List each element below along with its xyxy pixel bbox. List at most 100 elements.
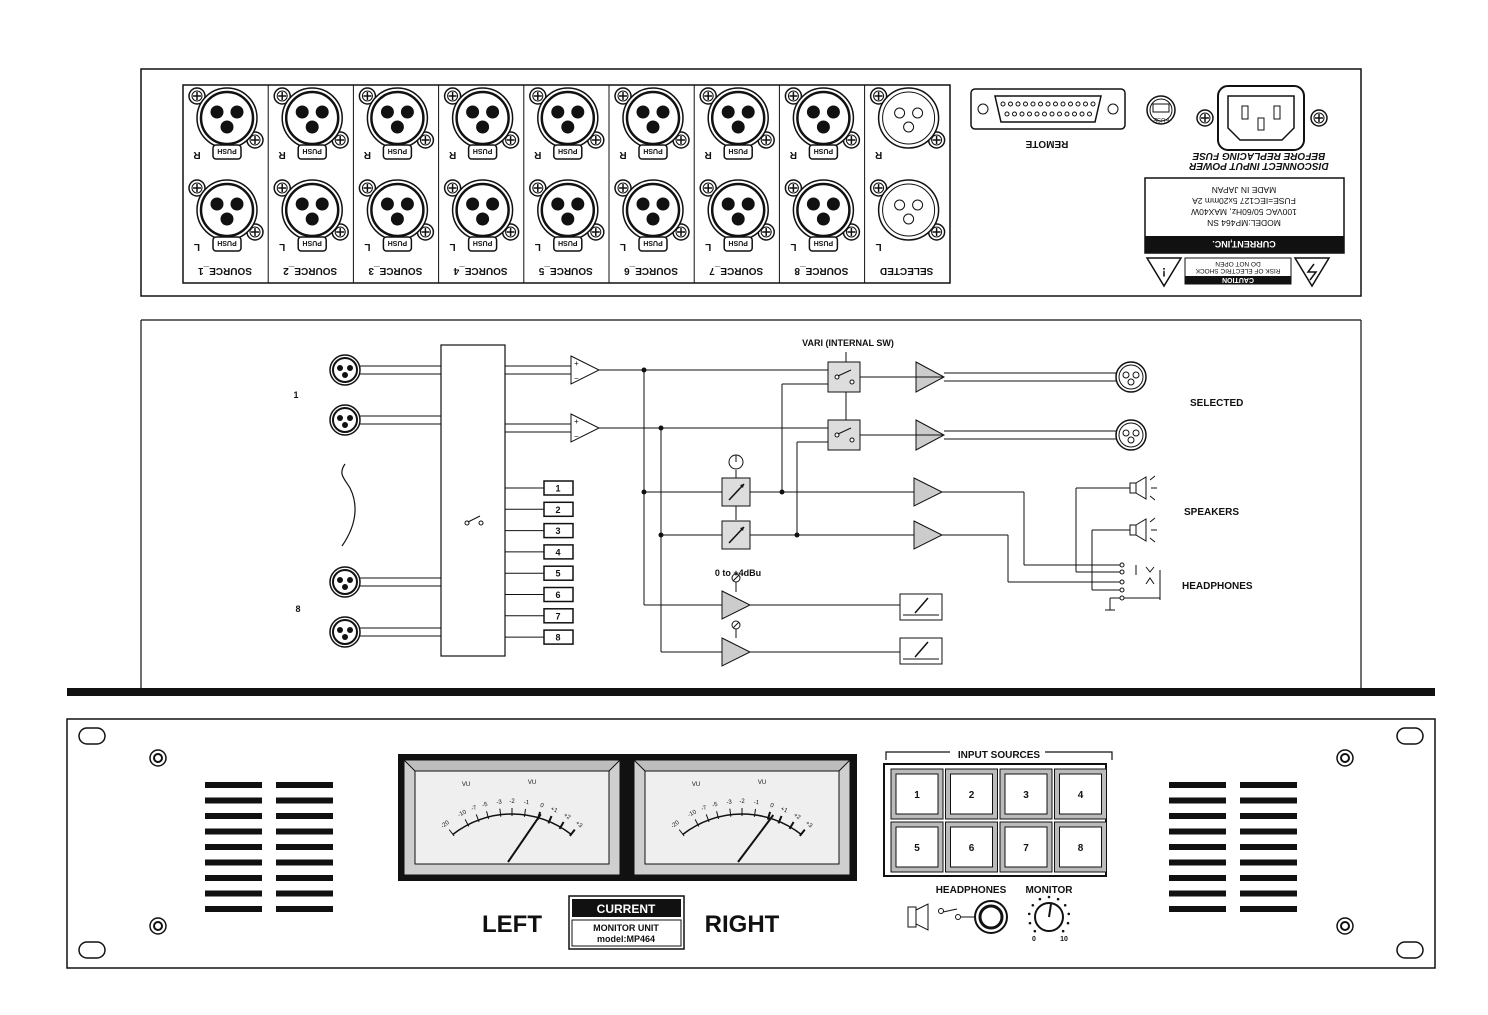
input-last-label: 8 <box>295 604 300 614</box>
remote-connector[interactable] <box>970 88 1126 130</box>
source-label: SOURCE_7 <box>709 265 763 276</box>
plate-line-2: 100VAC 50/60Hz, MAX40W <box>1191 207 1297 217</box>
input-amplifiers: +− +− <box>570 355 601 443</box>
xlr-input-r[interactable] <box>621 86 685 150</box>
info-warning-icon <box>1145 257 1183 288</box>
power-inlet[interactable] <box>1196 85 1328 151</box>
output-amplifiers <box>915 361 946 451</box>
source-label: SOURCE_8 <box>794 265 848 276</box>
svg-text:+: + <box>574 359 579 368</box>
source-button-label: 8 <box>1078 843 1084 854</box>
source-button-4[interactable]: 4 <box>1054 768 1107 820</box>
channel-l-label: L <box>194 241 200 252</box>
plate-line-3: FUSE=IEC127 5x20mm 2A <box>1192 196 1296 206</box>
speaker-l-icon <box>1129 517 1158 543</box>
meter-scale-label: -1 <box>523 800 530 807</box>
channel-r-label: R <box>363 149 371 160</box>
plate-line-1: MODEL:MP464 SN <box>1207 218 1281 228</box>
caution-title: CAUTION <box>1222 276 1254 283</box>
xlr-input-l[interactable] <box>621 178 685 242</box>
xlr-output-r[interactable] <box>877 87 940 149</box>
xlr-input-l[interactable] <box>366 178 429 242</box>
xlr-input-r[interactable] <box>366 86 429 150</box>
meter-scale-label: +3 <box>574 820 584 829</box>
channel-l-label: L <box>876 241 882 252</box>
source-button-6[interactable]: 6 <box>945 821 998 873</box>
xlr-input-r[interactable] <box>195 86 259 150</box>
svg-text:+: + <box>574 417 579 426</box>
vari-label: VARI (INTERNAL SW) <box>802 338 894 348</box>
meter-scale-label: +1 <box>780 806 789 814</box>
caution-line-1: RISK OF ELECTRIC SHOCK <box>1195 267 1281 274</box>
channel-r-label: R <box>704 149 712 160</box>
xlr-input-r[interactable] <box>792 86 855 150</box>
xlr-input-r[interactable] <box>451 86 514 150</box>
model-line-1: MONITOR UNIT <box>593 923 659 933</box>
xlr-input-r[interactable] <box>280 86 344 150</box>
xlr-output-l[interactable] <box>877 179 940 241</box>
source-button-1[interactable]: 1 <box>890 768 944 820</box>
source-label: SOURCE_4 <box>453 265 507 276</box>
caution-label: ! CAUTION RISK OF ELECTRIC SHOCK DO NOT … <box>1145 257 1331 288</box>
remote-button-label: 6 <box>555 590 560 600</box>
xlr-input-r[interactable] <box>706 86 770 150</box>
source-label: SOURCE_1 <box>198 265 252 276</box>
fuse-warning-line2: BEFORE REPLACING FUSE <box>1192 150 1325 161</box>
channel-l-label: L <box>620 241 626 252</box>
selected-out-l <box>1115 419 1147 451</box>
remote-button: 3 <box>505 522 574 539</box>
speaker-amp-r <box>913 477 943 507</box>
meter-scale-label: -10 <box>687 809 698 819</box>
push-label: PUSH <box>217 239 236 246</box>
headphone-jack[interactable] <box>974 900 1008 934</box>
monitor-label: MONITOR <box>1025 885 1073 896</box>
xlr-input-l[interactable] <box>536 178 600 242</box>
svg-text:−: − <box>574 374 579 383</box>
svg-text:!: ! <box>1162 265 1166 279</box>
xlr-input-l[interactable] <box>451 178 514 242</box>
remote-button: 4 <box>505 544 574 560</box>
vu-label: VU <box>758 780 766 786</box>
push-label: PUSH <box>473 239 492 246</box>
meter-scale-label: +1 <box>550 806 559 814</box>
remote-button: 7 <box>505 608 574 624</box>
remote-button-label: 5 <box>555 569 560 579</box>
caution-line-2: DO NOT OPEN <box>1215 260 1261 267</box>
push-label: PUSH <box>814 239 833 246</box>
channel-r-label: R <box>533 149 541 160</box>
remote-button: 5 <box>505 565 574 581</box>
source-button-8[interactable]: 8 <box>1054 821 1107 873</box>
xlr-input-l[interactable] <box>706 178 770 242</box>
headphones-label: HEADPHONES <box>1182 581 1253 592</box>
xlr-input-r[interactable] <box>536 86 600 150</box>
input-selector-block <box>440 344 506 657</box>
monitor-volume-knob[interactable] <box>1027 895 1071 933</box>
vu-label: VU <box>462 782 470 788</box>
knob-min-label: 0 <box>1032 936 1036 943</box>
channel-l-label: L <box>790 241 796 252</box>
xlr-input-l[interactable] <box>792 178 855 242</box>
push-label: PUSH <box>558 147 577 154</box>
source-button-2[interactable]: 2 <box>945 768 998 820</box>
remote-button: 2 <box>505 501 574 518</box>
source-button-7[interactable]: 7 <box>999 821 1053 873</box>
knob-max-label: 10 <box>1060 936 1068 943</box>
fuse-holder[interactable] <box>1146 95 1176 125</box>
channel-l-label: L <box>535 241 541 252</box>
xlr-input-l[interactable] <box>195 178 259 242</box>
meter-needle <box>737 814 775 863</box>
input-connectors <box>329 354 441 648</box>
source-button-3[interactable]: 3 <box>999 768 1053 820</box>
brand-badge: CURRENT MONITOR UNIT model:MP464 <box>568 895 685 950</box>
push-label: PUSH <box>814 147 833 154</box>
rack-slot-tr <box>1396 727 1424 745</box>
speaker-amp-l <box>913 520 943 550</box>
xlr-input-l[interactable] <box>280 178 344 242</box>
right-label: RIGHT <box>705 911 780 938</box>
source-button-5[interactable]: 5 <box>890 821 944 873</box>
source-button-label: 1 <box>914 790 920 801</box>
source-button-label: 7 <box>1023 843 1029 854</box>
